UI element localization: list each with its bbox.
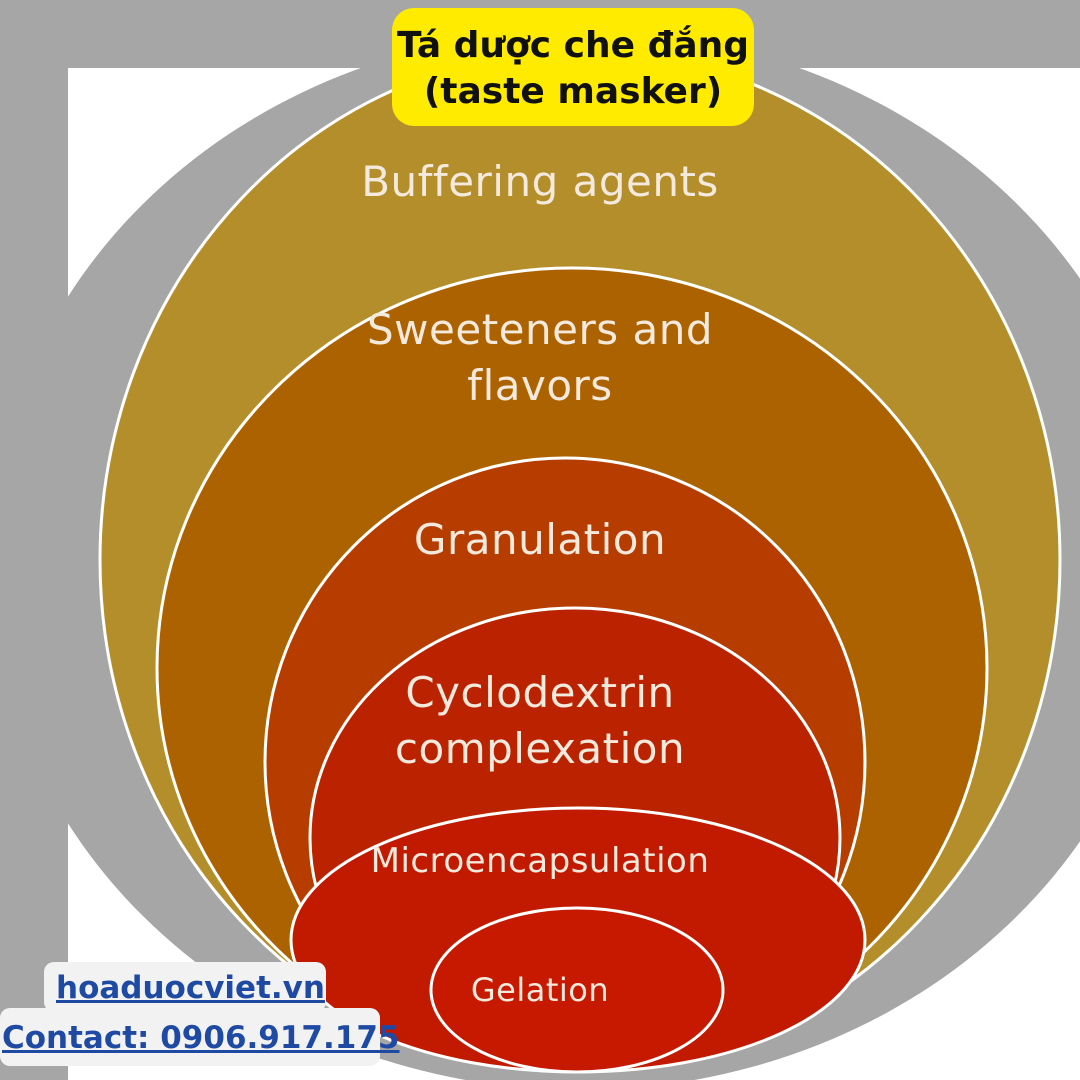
label-line: Microencapsulation [370, 841, 710, 881]
contact-phone-link[interactable]: Contact: 0906.917.175 [2, 1020, 400, 1056]
label-line: Gelation [470, 971, 610, 1009]
title-badge: Tá dược che đắng (taste masker) [392, 8, 754, 126]
website-badge [44, 962, 326, 1012]
label-cyclodextrin-complexation: Cyclodextrin complexation [0, 665, 1080, 777]
label-line: complexation [394, 724, 686, 773]
layer-gelation [429, 906, 725, 1074]
label-microencapsulation: Microencapsulation [0, 838, 1080, 884]
label-buffering-agents: Buffering agents [0, 154, 1080, 210]
label-gelation: Gelation [0, 968, 1080, 1012]
label-line: Cyclodextrin [405, 668, 675, 717]
label-sweeteners-and-flavors: Sweeteners and flavors [0, 302, 1080, 414]
label-line: Buffering agents [361, 157, 719, 206]
contact-badge [0, 1008, 380, 1066]
label-line: flavors [467, 361, 613, 410]
label-line: Sweeteners and [367, 305, 713, 354]
website-link[interactable]: hoaduocviet.vn [56, 970, 325, 1006]
label-line: Granulation [413, 515, 667, 564]
label-granulation: Granulation [0, 512, 1080, 568]
title-line-2: (taste masker) [423, 71, 723, 112]
title-line-1: Tá dược che đắng [396, 25, 750, 66]
